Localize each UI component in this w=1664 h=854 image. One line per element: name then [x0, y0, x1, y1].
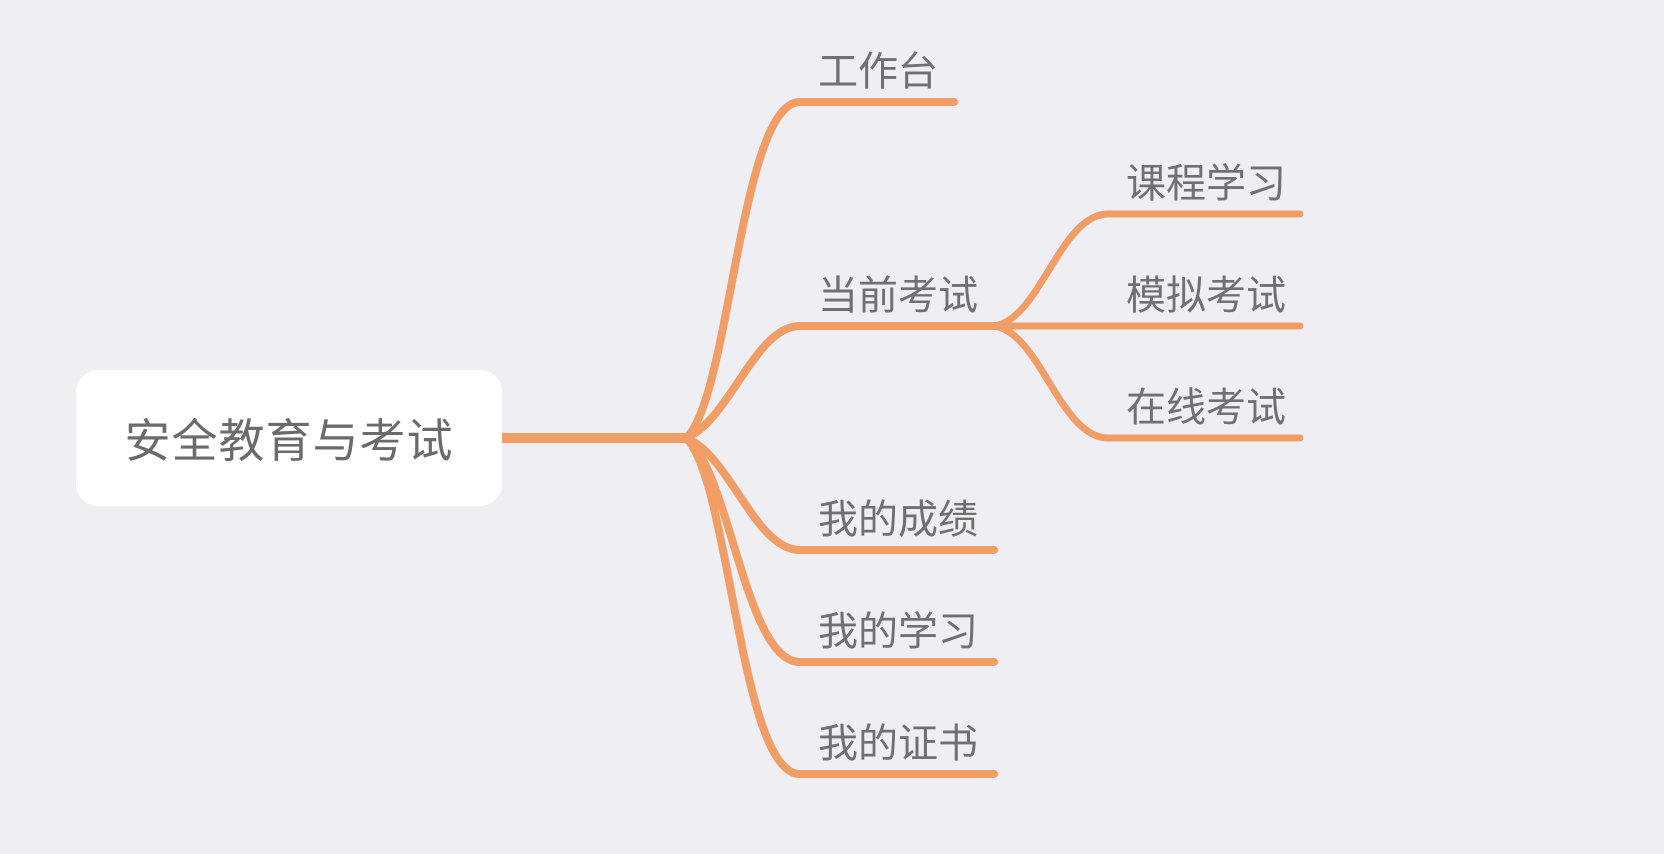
branch-connector-my-certificates [682, 434, 998, 778]
subbranch-connector-online-exam [990, 322, 1304, 442]
branch-node-my-learning[interactable]: 我的学习 [818, 609, 978, 655]
branch-node-my-certificates[interactable]: 我的证书 [818, 721, 978, 767]
branch-node-current-exam[interactable]: 当前考试 [818, 273, 978, 319]
root-node-label: 安全教育与考试 [124, 414, 454, 468]
branch-connector-workbench [682, 98, 958, 442]
branch-connector-my-scores [682, 434, 998, 554]
branch-node-my-scores[interactable]: 我的成绩 [818, 497, 978, 543]
subbranch-connector-course-study [990, 210, 1304, 330]
subbranch-node-course-study[interactable]: 课程学习 [1126, 161, 1286, 207]
subbranch-node-online-exam[interactable]: 在线考试 [1126, 385, 1286, 431]
root-node[interactable]: 安全教育与考试 [76, 370, 502, 506]
branch-node-workbench[interactable]: 工作台 [818, 49, 938, 95]
branch-connector-current-exam [682, 322, 998, 442]
subbranch-node-mock-exam[interactable]: 模拟考试 [1126, 273, 1286, 319]
